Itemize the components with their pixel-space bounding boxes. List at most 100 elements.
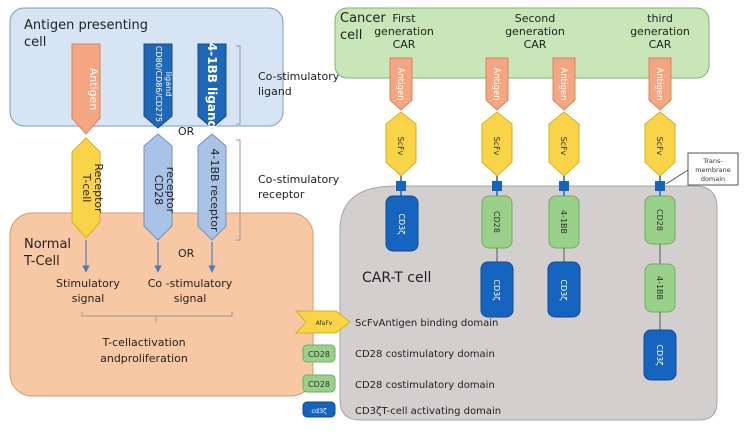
car-column-2: Antigen ScFv CD28 CD3ζ xyxy=(480,57,514,318)
apc-title-line1: Antigen presenting xyxy=(24,18,148,33)
car3-scfv-label: ScFv xyxy=(559,137,568,156)
car3-41bb-label: 4-1BB xyxy=(559,210,568,234)
car1-scfv xyxy=(385,111,417,177)
cd80-ligand-line1: CD80/CD86/CD275 xyxy=(154,46,163,122)
gen1-line3: CAR xyxy=(393,38,416,51)
gen3-line2: generation xyxy=(630,25,690,38)
activation-line2: andproliferation xyxy=(100,352,188,365)
car3-scfv xyxy=(548,111,580,177)
legend-scfv-chip-label: AfaFv xyxy=(316,320,333,327)
tcell-receptor-line2: Receptor xyxy=(92,163,105,213)
car1-antigen xyxy=(389,57,413,111)
car2-tm xyxy=(492,181,502,191)
costim-line1: Co -stimulatory xyxy=(148,277,233,290)
legend-scfv-chip xyxy=(294,310,351,334)
cart-cell xyxy=(339,185,718,421)
stimulatory-line2: signal xyxy=(72,292,105,305)
car4-tm xyxy=(655,181,665,191)
car1-cd3z xyxy=(385,195,419,252)
transmembrane-line3: domain xyxy=(701,175,725,183)
car2-cd28-label: CD28 xyxy=(492,211,501,233)
transmembrane-line1: Trans- xyxy=(702,157,723,165)
car-column-3: Antigen ScFv 4-1BB CD3ζ xyxy=(547,57,581,318)
car4-antigen-label: Antigen xyxy=(654,68,664,101)
legend-cd28-chip-2-label: CD28 xyxy=(308,380,330,389)
car1-antigen-label: Antigen xyxy=(395,68,405,101)
apc-antigen-shape xyxy=(71,43,101,135)
car4-scfv xyxy=(644,111,676,177)
transmembrane-box xyxy=(687,152,739,186)
or-bottom: OR xyxy=(178,247,195,260)
car4-scfv-label: ScFv xyxy=(655,137,664,156)
co-stim-receptor-line1: Co-stimulatory xyxy=(258,173,340,186)
ligand-41bb-label: 4-1BB ligand xyxy=(205,43,219,129)
cancer-title-line1: Cancer xyxy=(340,11,386,26)
gen2-line1: Second xyxy=(515,12,555,25)
cd28-receptor-shape xyxy=(143,133,173,241)
costim-line2: signal xyxy=(174,292,207,305)
legend-scfv-text: ScFvAntigen binding domain xyxy=(355,318,498,329)
gen2-line2: generation xyxy=(505,25,565,38)
cd28-receptor-line1: CD28 xyxy=(152,175,165,205)
tcell-receptor-shape xyxy=(71,137,101,239)
car3-cd3z xyxy=(547,261,581,318)
legend-cd28-text-1: CD28 costimulatory domain xyxy=(355,349,495,360)
cd80-ligand-shape xyxy=(143,43,173,129)
cancer-title-line2: cell xyxy=(340,28,362,43)
gen1-line2: generation xyxy=(374,25,434,38)
car-column-4: Antigen ScFv CD28 4-1BB CD3ζ xyxy=(643,57,677,381)
gen3-line3: CAR xyxy=(649,38,672,51)
car4-41bb-label: 4-1BB xyxy=(655,276,664,300)
transmembrane-line2: membrane xyxy=(695,166,731,174)
tcell-receptor-line1: T-cell xyxy=(80,173,93,203)
legend-cd28-text-2: CD28 costimulatory domain xyxy=(355,380,495,391)
bracket-ligand xyxy=(236,45,241,125)
activation-line1: T-cellactivation xyxy=(101,336,185,349)
car1-cd3z-label: CD3ζ xyxy=(397,213,406,234)
car-column-1: Antigen ScFv CD3ζ xyxy=(385,57,419,252)
legend-cd3-text: CD3ζT-cell activating domain xyxy=(355,406,501,417)
bracket-receptor xyxy=(236,139,241,241)
car1-tm xyxy=(396,181,406,191)
car2-cd3z-label: CD3ζ xyxy=(492,279,501,300)
car1-scfv-label: ScFv xyxy=(396,137,405,156)
or-top: OR xyxy=(178,125,195,138)
car4-cd3z xyxy=(643,329,677,381)
gen2-line3: CAR xyxy=(524,38,547,51)
car3-cd3z-label: CD3ζ xyxy=(559,279,568,300)
cd28-receptor-line2: receptor xyxy=(164,167,177,214)
bracket-signals xyxy=(81,312,233,322)
tcell-title-line2: T-Cell xyxy=(23,254,60,269)
co-stim-ligand-line2: ligand xyxy=(258,85,292,98)
car2-scfv-label: ScFv xyxy=(492,137,501,156)
gen3-line1: third xyxy=(647,12,673,25)
car3-tm xyxy=(559,181,569,191)
car4-cd28-label: CD28 xyxy=(655,209,664,231)
legend-cd28-chip xyxy=(302,344,336,363)
legend-cd28-chip-2 xyxy=(302,374,336,393)
car3-antigen xyxy=(552,57,576,111)
receptor-41bb-label: 4-1BB receptor xyxy=(208,149,221,232)
apc-antigen-label: Antigen xyxy=(87,68,100,111)
cancer-cell xyxy=(334,7,710,79)
car2-cd3z xyxy=(480,261,514,318)
transmembrane-pointer xyxy=(665,169,689,185)
legend-cd3-chip xyxy=(302,401,336,418)
car4-antigen xyxy=(648,57,672,111)
legend-cd3-chip-label: cd3ζ xyxy=(311,407,327,415)
gen1-line1: First xyxy=(392,12,416,25)
cd80-ligand-line2: ligand xyxy=(164,72,173,97)
apc-title-line2: cell xyxy=(24,35,46,50)
car3-antigen-label: Antigen xyxy=(558,68,568,101)
car2-scfv xyxy=(481,111,513,177)
cart-title: CAR-T cell xyxy=(362,270,431,286)
tcell-title-line1: Normal xyxy=(24,237,71,252)
legend-cd28-chip-label: CD28 xyxy=(308,350,330,359)
stimulatory-line1: Stimulatory xyxy=(56,277,120,290)
car2-antigen xyxy=(485,57,509,111)
ligand-41bb-shape xyxy=(197,43,227,129)
car4-cd3z-label: CD3ζ xyxy=(655,344,664,365)
co-stim-receptor-line2: receptor xyxy=(258,188,305,201)
car2-antigen-label: Antigen xyxy=(491,68,501,101)
